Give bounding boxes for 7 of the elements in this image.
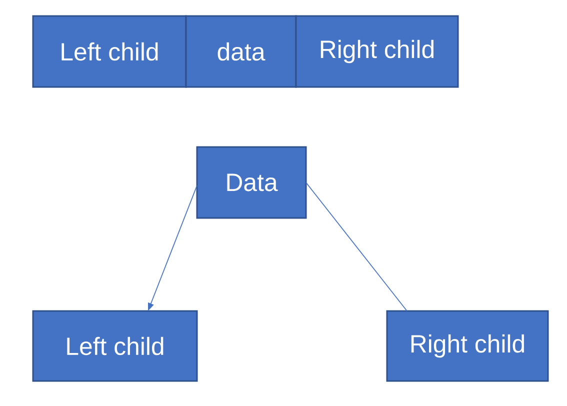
process-box: Right child bbox=[386, 310, 549, 382]
connector-line bbox=[306, 182, 408, 312]
process-box: data bbox=[185, 15, 297, 88]
process-box: Data bbox=[196, 146, 307, 219]
process-box: Left child bbox=[32, 15, 187, 88]
process-box: Left child bbox=[32, 310, 198, 382]
process-box: Right child bbox=[295, 15, 459, 88]
